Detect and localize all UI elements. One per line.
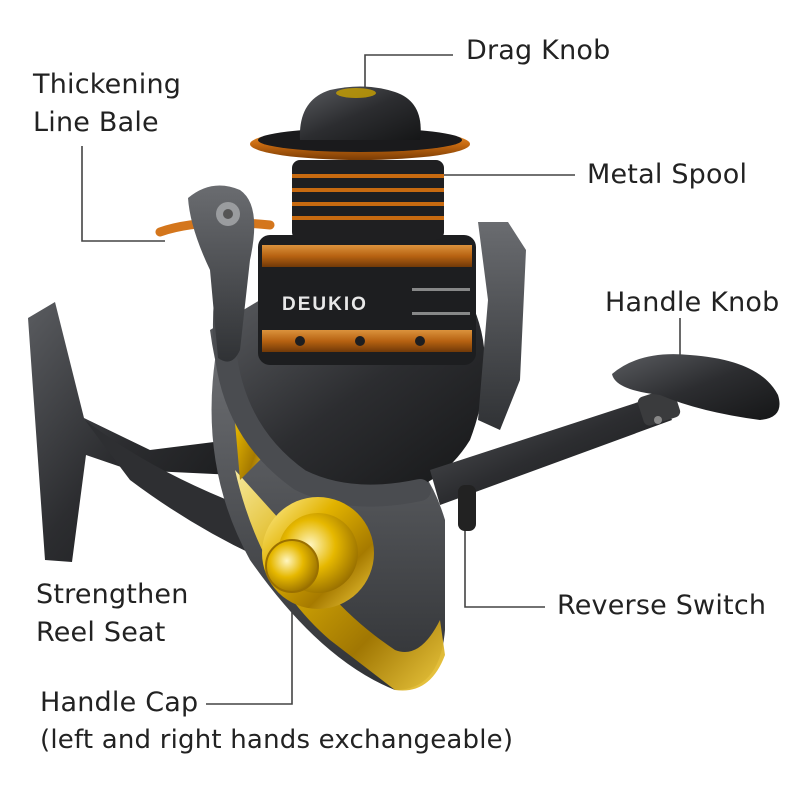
brand-text: DEUKIO — [282, 294, 368, 315]
bale-label-line-2: Line Bale — [33, 107, 159, 138]
drag-knob-leader — [364, 54, 453, 88]
handle-cap-text: Handle Cap — [40, 687, 199, 718]
handle-cap-note: (left and right hands exchangeable) — [40, 721, 513, 759]
seat-label-line-1: Strengthen — [36, 579, 189, 610]
spool: DEUKIO — [250, 128, 476, 365]
handle-arm — [430, 354, 780, 505]
seat-label-line-2: Reel Seat — [36, 617, 166, 648]
handle-knob-text: Handle Knob — [605, 287, 780, 318]
bale-arm — [155, 185, 526, 430]
reverse-switch-text: Reverse Switch — [557, 590, 767, 621]
handle-cap-note-text: (left and right hands exchangeable) — [40, 725, 514, 755]
handle-knob-label: Handle Knob — [605, 284, 779, 322]
bale-leader — [81, 146, 165, 242]
reverse-switch — [458, 485, 476, 531]
drag-knob — [299, 86, 421, 140]
drag-knob-text: Drag Knob — [466, 35, 611, 66]
handle-cap — [262, 497, 374, 609]
strengthen-reel-seat-label: Strengthen Reel Seat — [36, 576, 189, 652]
metal-spool-label: Metal Spool — [587, 156, 747, 194]
reverse-switch-leader — [464, 530, 545, 608]
handle-cap-leader — [206, 580, 293, 705]
reverse-switch-label: Reverse Switch — [557, 587, 766, 625]
handle-cap-label: Handle Cap — [40, 684, 198, 722]
metal-spool-leader — [437, 174, 575, 215]
metal-spool-text: Metal Spool — [587, 159, 748, 190]
drag-knob-label: Drag Knob — [466, 32, 610, 70]
bale-label-line-1: Thickening — [33, 69, 182, 100]
thickening-line-bale-label: Thickening Line Bale — [33, 66, 181, 142]
